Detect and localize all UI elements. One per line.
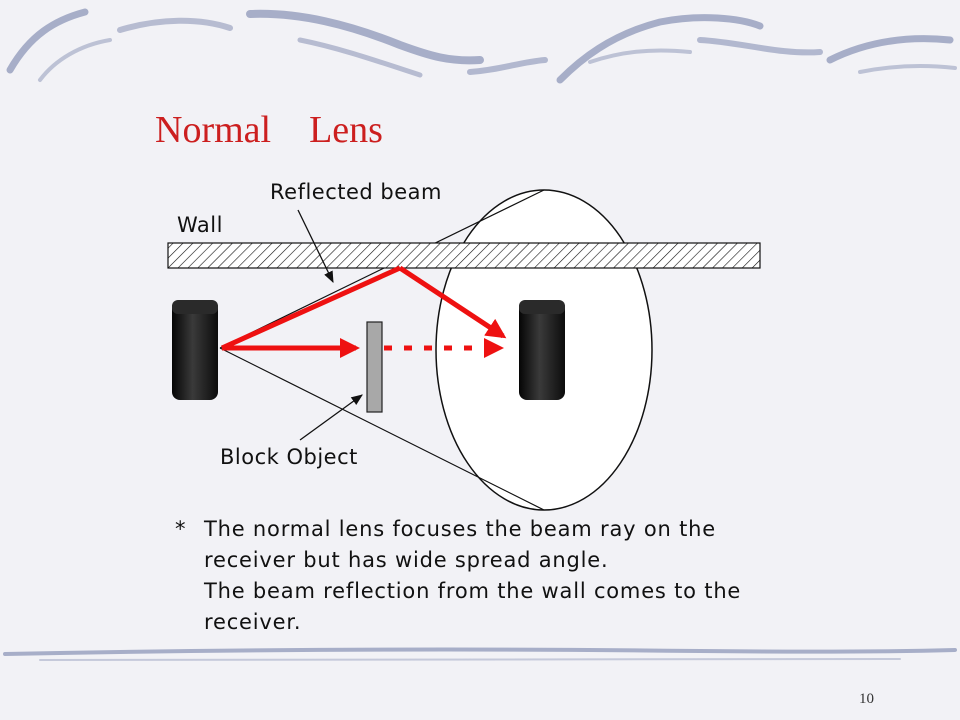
note-line: receiver but has wide spread angle.: [204, 548, 609, 572]
wall-label: Wall: [177, 213, 223, 237]
decorative-swoosh-bottom: [3, 647, 957, 661]
block-object-label: Block Object: [220, 445, 358, 469]
reflected-beam-ray: [398, 265, 507, 339]
explanation-note: * The normal lens focuses the beam ray o…: [175, 514, 935, 638]
beam-spread-lower: [219, 347, 545, 511]
emitter-device: [172, 300, 218, 400]
note-line: The beam reflection from the wall comes …: [204, 579, 742, 603]
page-number: 10: [859, 691, 874, 707]
note-line: receiver.: [204, 610, 302, 634]
decorative-swoosh-top: [6, 8, 957, 84]
note-line: The normal lens focuses the beam ray on …: [204, 517, 716, 541]
wall: [167, 242, 761, 269]
slide-title: Normal Lens: [155, 109, 383, 151]
beam-to-wall: [220, 265, 402, 351]
receiver-device: [519, 300, 565, 400]
beam-spread-upper: [219, 189, 545, 349]
note-bullet: *: [175, 517, 186, 541]
reflected-beam-pointer: [297, 209, 334, 284]
block-object-pointer: [299, 394, 363, 441]
block-object: [366, 321, 383, 413]
reflected-beam-label: Reflected beam: [270, 180, 442, 204]
